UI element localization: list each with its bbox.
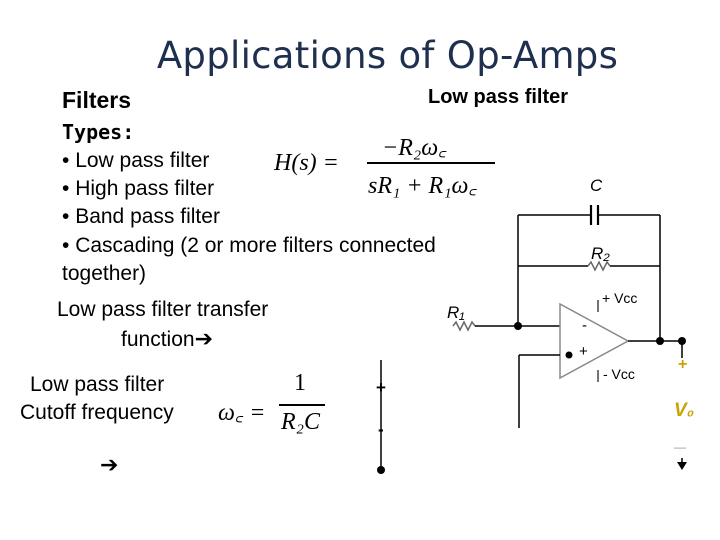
- junction-node: [514, 322, 522, 330]
- input-plus-sign: +: [376, 378, 386, 397]
- type-item: • Low pass filter: [62, 149, 210, 172]
- transfer-eq-lhs: H(s) =: [274, 150, 339, 176]
- r2-label: R₂: [591, 244, 610, 263]
- cutoff-label: Low pass filter: [30, 373, 165, 396]
- right-arrow-icon: ➔: [194, 326, 213, 351]
- type-item-label: Band pass filter: [75, 205, 220, 228]
- type-item-continuation: together): [62, 262, 147, 285]
- diagram-label: Low pass filter: [428, 86, 569, 108]
- output-terminal-node: [678, 337, 686, 345]
- type-item: • Band pass filter: [62, 205, 220, 228]
- inverting-input-sign: -: [582, 317, 587, 334]
- transfer-eq-numerator: −R₂ω꜀: [382, 135, 447, 161]
- transfer-label: Low pass filter transfer: [57, 298, 269, 321]
- vcc-negative-label: - Vcc: [603, 366, 635, 382]
- cutoff-eq-lhs: ω꜀ =: [218, 400, 266, 426]
- resistor-r2: [587, 260, 611, 272]
- cutoff-eq-numerator: 1: [294, 370, 306, 396]
- noninverting-input-sign: +: [579, 343, 588, 360]
- type-item-label: High pass filter: [75, 177, 215, 200]
- resistor-r1: [452, 320, 476, 332]
- output-voltage-label: V₀: [674, 400, 695, 421]
- type-item: • Cascading (2 or more filters connected: [62, 234, 436, 257]
- type-item: • High pass filter: [62, 177, 215, 200]
- input-terminal-node: [377, 466, 385, 474]
- right-arrow-icon: ➔: [100, 452, 119, 477]
- junction-node: [565, 351, 573, 359]
- fraction-bar: [367, 162, 495, 164]
- junction-node: [656, 337, 664, 345]
- slide-title: Applications of Op-Amps: [156, 34, 619, 77]
- types-heading: Types:: [62, 120, 135, 144]
- capacitor-label: C: [590, 176, 603, 195]
- output-minus-sign: —: [674, 440, 686, 454]
- output-plus-sign: +: [678, 356, 688, 373]
- type-item-label: Cascading (2 or more filters connected: [75, 234, 436, 257]
- r1-label: R₁: [447, 303, 465, 322]
- input-minus-sign: -: [378, 420, 384, 439]
- fraction-bar: [279, 404, 325, 406]
- op-amp-triangle: [559, 302, 630, 380]
- cutoff-label-2: Cutoff frequency: [20, 401, 174, 424]
- vcc-positive-label: + Vcc: [602, 290, 638, 306]
- output-arrow-icon: [677, 462, 687, 470]
- transfer-label-2: function➔: [121, 326, 213, 351]
- section-label: Filters: [62, 87, 132, 113]
- cutoff-eq-denominator: R₂C: [281, 409, 321, 435]
- transfer-eq-denominator: sR₁ + R₁ω꜀: [368, 173, 477, 199]
- type-item-label: Low pass filter: [75, 149, 210, 172]
